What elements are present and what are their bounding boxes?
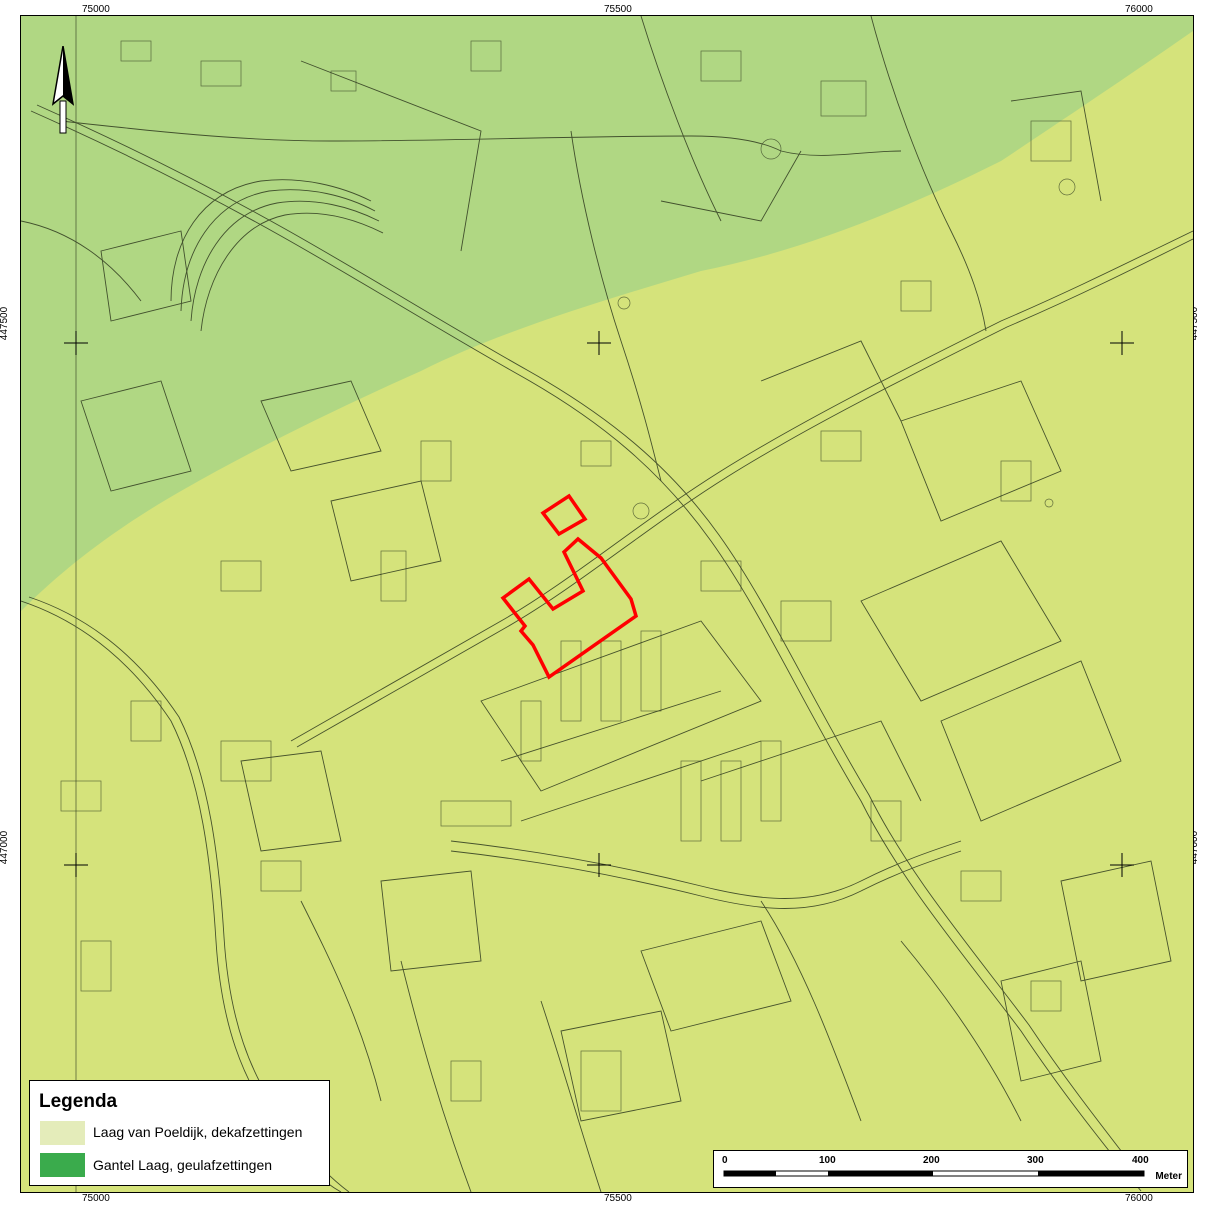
legend-swatch-poeldijk [40,1121,85,1145]
north-arrow-icon [51,46,75,134]
coord-top-76000: 76000 [1125,4,1153,15]
coord-top-75500: 75500 [604,4,632,15]
scale-label-100: 100 [819,1155,836,1166]
coord-bottom-76000: 76000 [1125,1193,1153,1204]
scale-unit: Meter [1155,1171,1182,1182]
coord-top-75000: 75000 [82,4,110,15]
legend-label-poeldijk: Laag van Poeldijk, dekafzettingen [93,1124,303,1140]
scale-label-400: 400 [1132,1155,1149,1166]
plan-area-small[interactable] [540,493,588,537]
legend-title: Legenda [39,1091,118,1112]
legend: Legenda Laag van Poeldijk, dekafzettinge… [29,1080,330,1186]
plan-area-main[interactable] [500,536,639,680]
scale-label-300: 300 [1027,1155,1044,1166]
map-frame[interactable] [20,15,1194,1193]
coord-left-447500: 447500 [0,306,11,341]
graticule-crosses [64,331,1134,877]
scale-label-0: 0 [722,1155,728,1166]
scale-label-200: 200 [923,1155,940,1166]
plan-area-boundary[interactable] [500,493,639,680]
map-canvas[interactable] [21,16,1193,1192]
coord-bottom-75500: 75500 [604,1193,632,1204]
gantel-zone [21,16,1193,611]
legend-label-gantel: Gantel Laag, geulafzettingen [93,1157,273,1173]
coord-left-447000: 447000 [0,830,11,865]
scale-bar: 0 100 200 300 400 Meter [713,1150,1188,1188]
buildings [60,40,1076,1112]
coord-bottom-75000: 75000 [82,1193,110,1204]
legend-swatch-gantel [40,1153,85,1177]
scale-bar-graphic [723,1170,1145,1177]
